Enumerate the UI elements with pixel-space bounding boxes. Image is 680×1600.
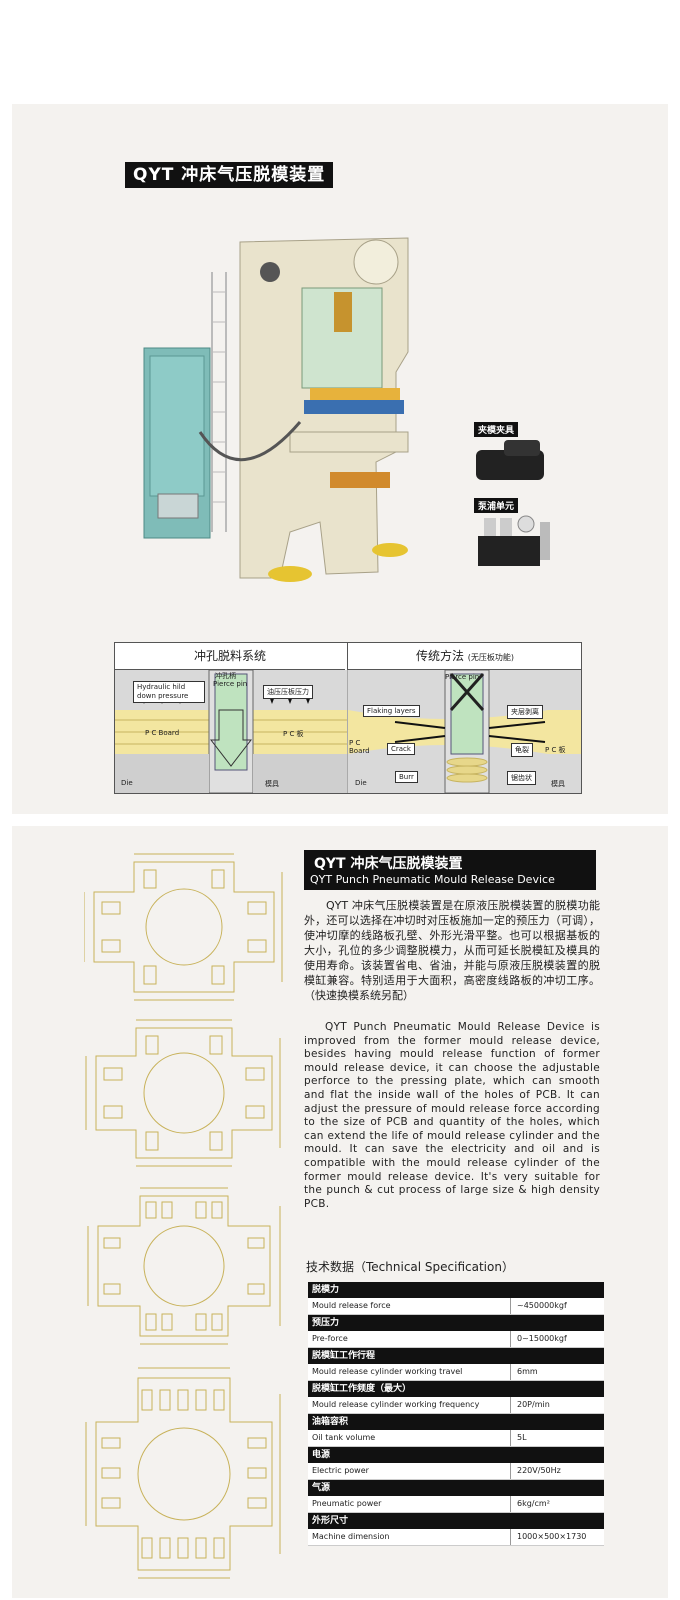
spec-key: Mould release force: [312, 1301, 391, 1310]
spec-key: Oil tank volume: [312, 1433, 376, 1442]
brochure-page-2: QYT 冲床气压脱模装置 QYT Punch Pneumatic Mould R…: [12, 826, 668, 1598]
mould-layout-drawing-1: [84, 853, 283, 1001]
die-right: Die: [355, 779, 367, 787]
flaking-layers-box: Flaking layers: [363, 705, 420, 717]
description-en: QYT Punch Pneumatic Mould Release Device…: [304, 1021, 600, 1210]
mould-layout-drawing-4: [85, 1367, 281, 1579]
left-pin-cn: 冲孔柄: [215, 672, 236, 680]
spec-row-0: Mould release force ~450000kgf: [308, 1298, 604, 1315]
die-left: Die: [121, 779, 133, 787]
right-pin-en: Pierce pin: [445, 673, 480, 681]
mould-layout-drawing-3: [87, 1187, 281, 1345]
product-title-cn: QYT 冲床气压脱模装置: [314, 856, 463, 872]
description-cn: QYT 冲床气压脱模装置是在原液压脱模装置的脱模功能外，还可以选择在冲切时对压板…: [304, 899, 600, 1002]
spec-row-7: Machine dimension 1000×500×1730: [308, 1529, 604, 1546]
mold-left: 模具: [265, 780, 279, 788]
spec-key: Electric power: [312, 1466, 369, 1475]
spec-head-1: 预压力: [308, 1315, 604, 1331]
spec-table: 脱模力 Mould release force ~450000kgf 预压力 Pr…: [308, 1282, 604, 1546]
pc-board-en-right: P C Board: [349, 739, 370, 755]
mold-right: 模具: [551, 780, 565, 788]
pc-board-en-left: P C Board: [145, 729, 180, 737]
crack-cn-box: 龟裂: [511, 743, 533, 757]
spec-value: 6mm: [510, 1364, 538, 1380]
spec-key: Mould release cylinder working frequency: [312, 1400, 480, 1409]
spec-row-1: Pre-force 0~15000kgf: [308, 1331, 604, 1348]
product-title-block: QYT 冲床气压脱模装置 QYT Punch Pneumatic Mould R…: [304, 850, 596, 890]
spec-head-0: 脱模力: [308, 1282, 604, 1298]
page-title: QYT 冲床气压脱模装置: [125, 162, 334, 188]
burr-box: Burr: [395, 771, 418, 783]
spec-row-5: Electric power 220V/50Hz: [308, 1463, 604, 1480]
mould-layout-drawing-2: [85, 1019, 281, 1167]
pc-board-cn-left: P C 板: [283, 730, 304, 738]
spec-value: 6kg/cm²: [510, 1496, 550, 1512]
right-title-note: (无压板功能): [467, 653, 515, 662]
brochure-page-1: QYT 冲床气压脱模装置 夹模夹具: [12, 104, 668, 814]
left-pin-en: Pierce pin: [213, 680, 248, 688]
spec-value: 1000×500×1730: [510, 1529, 586, 1545]
right-title-text: 传统方法: [415, 649, 464, 663]
spec-key: Pre-force: [312, 1334, 348, 1343]
spec-value: 220V/50Hz: [510, 1463, 561, 1479]
spec-value: 5L: [510, 1430, 527, 1446]
spec-head-6: 气源: [308, 1480, 604, 1496]
spec-row-3: Mould release cylinder working frequency…: [308, 1397, 604, 1414]
peel-box: 夹层剥离: [507, 705, 543, 719]
crack-box: Crack: [387, 743, 415, 755]
spec-head-7: 外形尺寸: [308, 1513, 604, 1529]
spec-head-2: 脱模缸工作行程: [308, 1348, 604, 1364]
spec-row-4: Oil tank volume 5L: [308, 1430, 604, 1447]
left-diagram-title: 冲孔脱料系统: [115, 643, 345, 670]
hydraulic-pressure-box: Hydraulic hild down pressure: [133, 681, 205, 703]
spec-row-6: Pneumatic power 6kg/cm²: [308, 1496, 604, 1513]
punch-press-photo: [143, 237, 409, 582]
diagram-drawing: [115, 670, 581, 793]
clamp-fixture-label: 夹模夹具: [474, 422, 519, 437]
right-diagram-title: 传统方法 (无压板功能): [347, 643, 582, 670]
pump-unit-photo: [478, 515, 550, 566]
spec-key: Machine dimension: [312, 1532, 390, 1541]
spec-head-3: 脱模缸工作频度（最大）: [308, 1381, 604, 1397]
spec-head-4: 油箱容积: [308, 1414, 604, 1430]
pump-unit-label: 泵浦单元: [474, 498, 519, 513]
spec-heading: 技术数据（Technical Specification）: [306, 1260, 514, 1274]
pc-board-cn-right: P C 板: [545, 746, 566, 754]
oil-pressure-box: 油压压板压力: [263, 685, 313, 699]
spec-key: Mould release cylinder working travel: [312, 1367, 463, 1376]
spec-value: 0~15000kgf: [510, 1331, 567, 1347]
clamp-fixture-photo: [476, 440, 544, 480]
product-title-en: QYT Punch Pneumatic Mould Release Device: [310, 873, 555, 886]
spec-value: 20P/min: [510, 1397, 550, 1413]
process-comparison-diagram: 冲孔脱料系统 传统方法 (无压板功能): [114, 642, 582, 794]
spec-head-5: 电源: [308, 1447, 604, 1463]
spec-row-2: Mould release cylinder working travel 6mm: [308, 1364, 604, 1381]
burr-cn-box: 锯齿状: [507, 771, 536, 785]
spec-value: ~450000kgf: [510, 1298, 567, 1314]
spec-key: Pneumatic power: [312, 1499, 382, 1508]
